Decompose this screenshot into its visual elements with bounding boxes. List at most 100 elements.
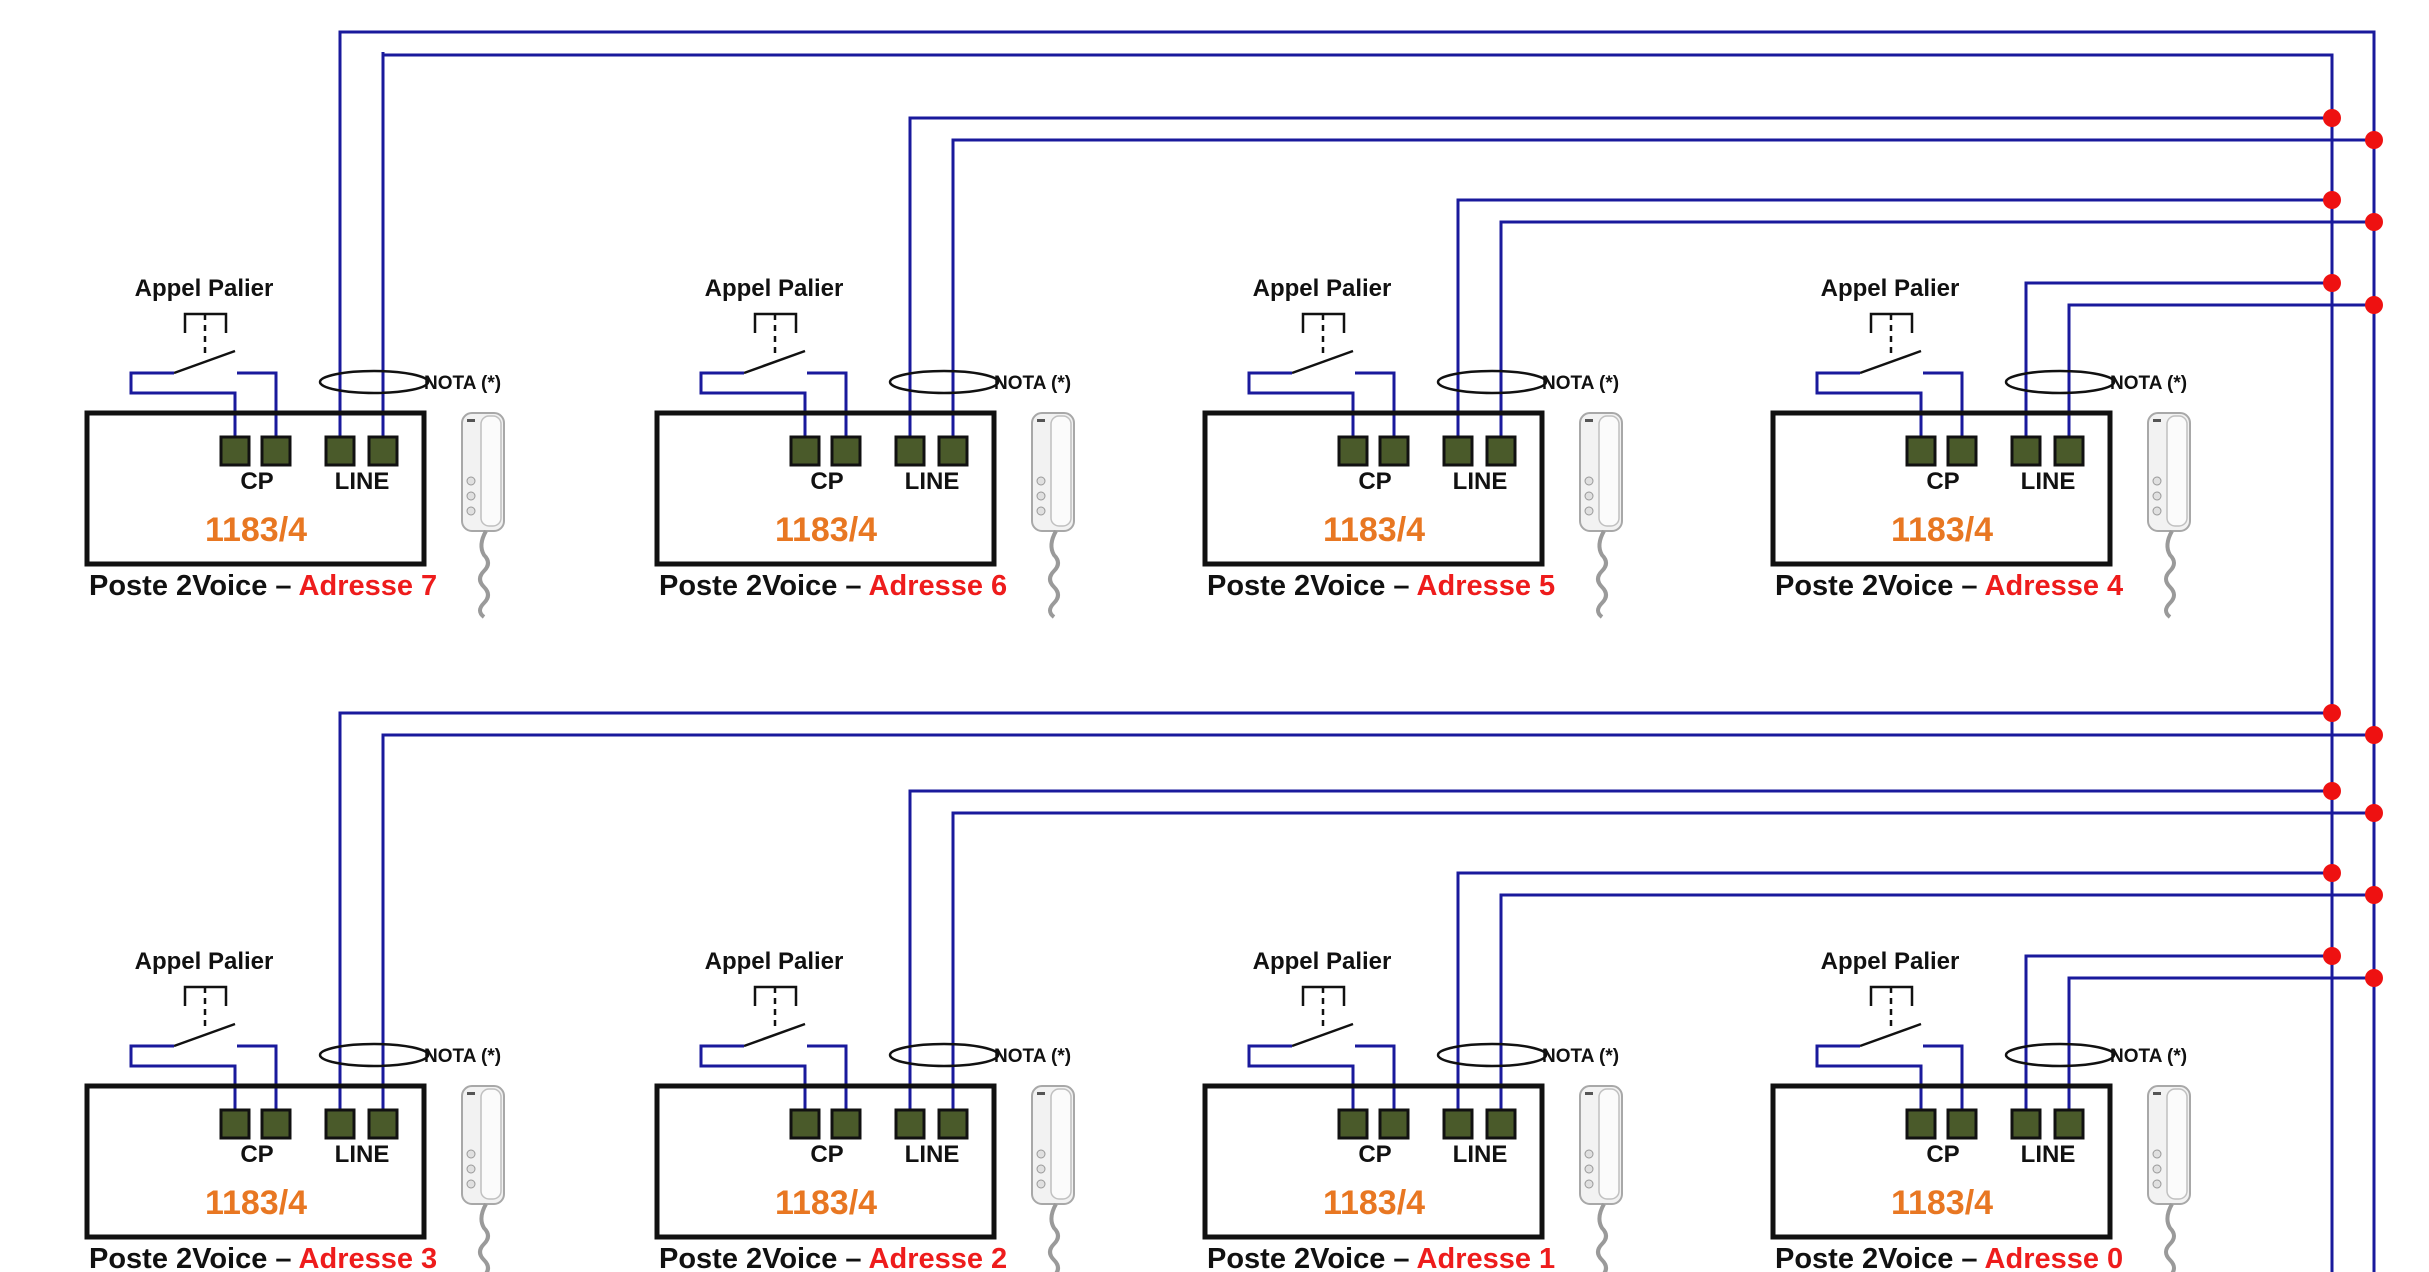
line-wire-1 xyxy=(1456,871,2332,1110)
terminal-2 xyxy=(1442,1108,1474,1140)
cp-wire-1 xyxy=(129,371,237,437)
poste-label: Poste 2Voice – xyxy=(1207,1243,1417,1272)
ferrite-ring-icon xyxy=(1436,369,1548,395)
terminal-3 xyxy=(1485,1108,1517,1140)
line-label: LINE xyxy=(2021,1141,2076,1168)
line-label: LINE xyxy=(2021,468,2076,495)
push-button-switch-icon xyxy=(1859,985,1922,1048)
poste-label: Poste 2Voice – xyxy=(89,570,299,602)
cp-label: CP xyxy=(810,1141,843,1168)
cp-label: CP xyxy=(810,468,843,495)
nota-label: NOTA (*) xyxy=(1542,373,1619,394)
line-wire-1 xyxy=(908,789,2332,1110)
station-address: Adresse 7 xyxy=(299,570,438,602)
station-caption: Poste 2Voice – Adresse 4 xyxy=(1775,570,2123,602)
push-button-switch-icon xyxy=(743,985,806,1048)
terminal-0 xyxy=(1337,435,1369,467)
poste-label: Poste 2Voice – xyxy=(1775,1243,1985,1272)
line-wire-1 xyxy=(908,116,2332,437)
model-label: 1183/4 xyxy=(205,1184,307,1222)
terminal-3 xyxy=(1485,435,1517,467)
poste-label: Poste 2Voice – xyxy=(659,570,869,602)
station-address: Adresse 1 xyxy=(1417,1243,1556,1272)
terminal-2 xyxy=(324,435,356,467)
junction-dot xyxy=(2365,804,2383,822)
device-box xyxy=(654,410,997,567)
model-label: 1183/4 xyxy=(775,511,877,549)
terminal-1 xyxy=(830,435,862,467)
line-wire-1 xyxy=(2024,281,2332,437)
terminal-2 xyxy=(2010,435,2042,467)
ferrite-ring-icon xyxy=(318,369,430,395)
terminal-0 xyxy=(789,1108,821,1140)
terminal-0 xyxy=(219,1108,251,1140)
station-caption: Poste 2Voice – Adresse 5 xyxy=(1207,570,1555,602)
station-caption: Poste 2Voice – Adresse 3 xyxy=(89,1243,437,1272)
landing-call-label: Appel Palier xyxy=(705,948,844,975)
device-box xyxy=(1770,410,2113,567)
cp-wire-1 xyxy=(699,1044,807,1110)
line-wire-2 xyxy=(1499,220,2374,437)
terminal-1 xyxy=(1378,435,1410,467)
junction-dot xyxy=(2323,109,2341,127)
junction-dot xyxy=(2365,726,2383,744)
bus-wire-a xyxy=(381,52,2334,1272)
terminal-3 xyxy=(367,1108,399,1140)
station-caption: Poste 2Voice – Adresse 7 xyxy=(89,570,437,602)
station-address: Adresse 3 xyxy=(299,1243,438,1272)
nota-label: NOTA (*) xyxy=(994,373,1071,394)
poste-label: Poste 2Voice – xyxy=(1207,570,1417,602)
nota-label: NOTA (*) xyxy=(2110,1046,2187,1067)
line-wire-2 xyxy=(2067,976,2374,1110)
intercom-handset-icon xyxy=(1031,412,1075,619)
terminal-1 xyxy=(830,1108,862,1140)
junctions xyxy=(2323,109,2383,987)
station-caption: Poste 2Voice – Adresse 6 xyxy=(659,570,1007,602)
device-box xyxy=(654,1083,997,1240)
intercom-handset-icon xyxy=(2147,412,2191,619)
intercom-handset-icon xyxy=(2147,1085,2191,1272)
terminal-0 xyxy=(1905,435,1937,467)
terminal-2 xyxy=(894,1108,926,1140)
cp-wire-1 xyxy=(1815,1044,1923,1110)
line-wire-2 xyxy=(2067,303,2374,437)
model-label: 1183/4 xyxy=(1891,511,1993,549)
terminal-0 xyxy=(789,435,821,467)
line-label: LINE xyxy=(1453,1141,1508,1168)
cp-wire-2 xyxy=(1923,1044,1964,1110)
poste-label: Poste 2Voice – xyxy=(1775,570,1985,602)
cp-wire-2 xyxy=(237,1044,278,1110)
line-wire-2 xyxy=(951,138,2374,437)
ferrite-ring-icon xyxy=(888,369,1000,395)
terminal-2 xyxy=(2010,1108,2042,1140)
junction-dot xyxy=(2365,131,2383,149)
terminal-3 xyxy=(2053,1108,2085,1140)
terminal-1 xyxy=(260,435,292,467)
line-label: LINE xyxy=(905,468,960,495)
nota-label: NOTA (*) xyxy=(424,1046,501,1067)
intercom-handset-icon xyxy=(1579,412,1623,619)
ferrite-ring-icon xyxy=(1436,1042,1548,1068)
junction-dot xyxy=(2323,864,2341,882)
line-wire-2 xyxy=(1499,893,2374,1110)
cp-wire-1 xyxy=(129,1044,237,1110)
junction-dot xyxy=(2323,274,2341,292)
intercom-handset-icon xyxy=(461,1085,505,1272)
line-wire-1 xyxy=(338,711,2332,1110)
cp-label: CP xyxy=(240,1141,273,1168)
landing-call-label: Appel Palier xyxy=(1253,275,1392,302)
nota-label: NOTA (*) xyxy=(424,373,501,394)
model-label: 1183/4 xyxy=(775,1184,877,1222)
push-button-switch-icon xyxy=(1859,312,1922,375)
junction-dot xyxy=(2365,213,2383,231)
station-address: Adresse 4 xyxy=(1985,570,2124,602)
device-box xyxy=(84,1083,427,1240)
ferrite-ring-icon xyxy=(318,1042,430,1068)
